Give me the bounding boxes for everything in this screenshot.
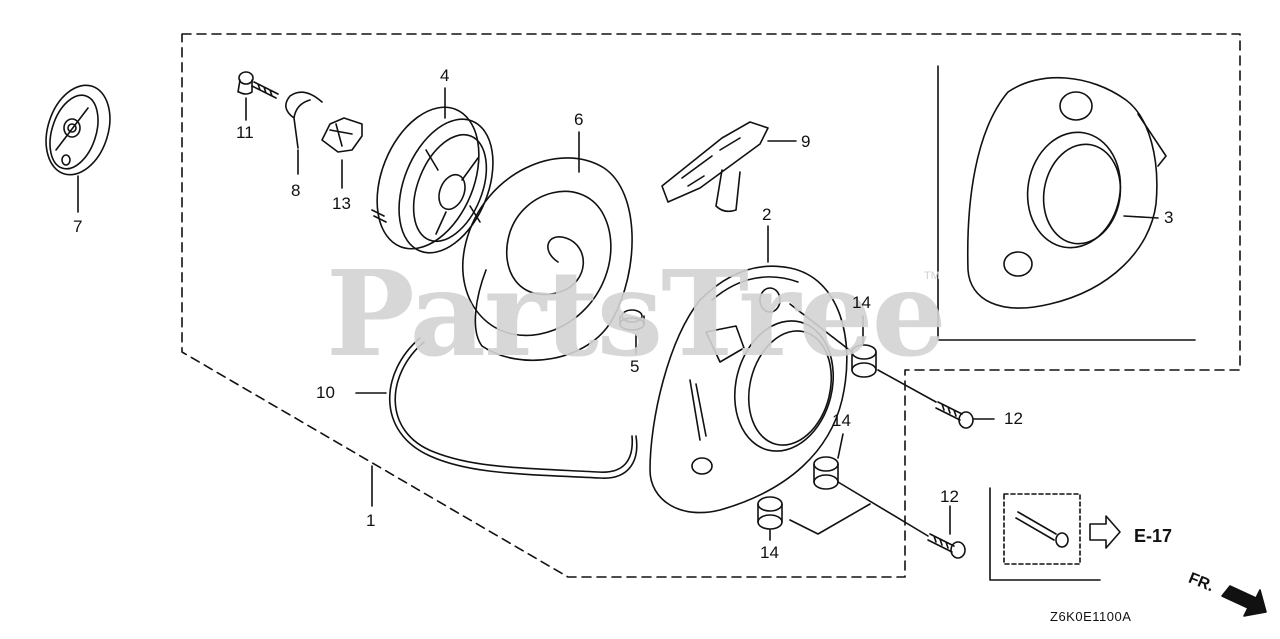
part-5-grommet — [619, 309, 645, 331]
callout-2: 2 — [762, 205, 772, 224]
callout-10: 10 — [316, 383, 335, 402]
callout-12-upper: 12 — [1004, 409, 1023, 428]
part-9-handle — [661, 121, 769, 213]
callout-14-upper: 14 — [852, 293, 871, 312]
callout-5: 5 — [630, 357, 640, 376]
part-3-alternate-case — [937, 65, 1196, 341]
callout-4: 4 — [440, 66, 450, 85]
part-10-rope — [388, 337, 638, 479]
part-12-bolt-upper — [935, 401, 974, 429]
callout-14-middle: 14 — [832, 411, 851, 430]
part-7-plate — [45, 84, 111, 176]
part-11-screw — [237, 71, 279, 99]
callout-8: 8 — [291, 181, 301, 200]
callout-13: 13 — [332, 194, 351, 213]
callout-3: 3 — [1164, 208, 1174, 227]
diagram-code: Z6K0E1100A — [1050, 609, 1132, 624]
part-14-collar-upper — [851, 344, 877, 378]
part-14-collar-middle — [813, 456, 839, 490]
callout-12-lower: 12 — [940, 487, 959, 506]
callout-11: 11 — [236, 123, 254, 142]
part-8-clip — [285, 91, 323, 149]
callout-14-lower: 14 — [760, 543, 779, 562]
part-12-bolt-lower — [927, 533, 966, 559]
callout-6: 6 — [574, 110, 584, 129]
callout-7: 7 — [73, 217, 83, 236]
part-14-collar-lower — [757, 496, 783, 530]
callout-9: 9 — [801, 132, 811, 151]
reference-label[interactable]: E-17 — [1134, 526, 1173, 546]
part-6-spring — [461, 157, 633, 362]
part-2-starter-case — [649, 265, 848, 514]
watermark-trademark: TM — [924, 270, 940, 282]
callout-1: 1 — [366, 511, 376, 530]
assembly-boundary — [181, 33, 1241, 578]
part-13-ratchet — [321, 117, 363, 153]
front-direction-arrow — [1221, 585, 1267, 617]
reference-box — [989, 487, 1121, 581]
part-4-reel — [371, 106, 494, 254]
